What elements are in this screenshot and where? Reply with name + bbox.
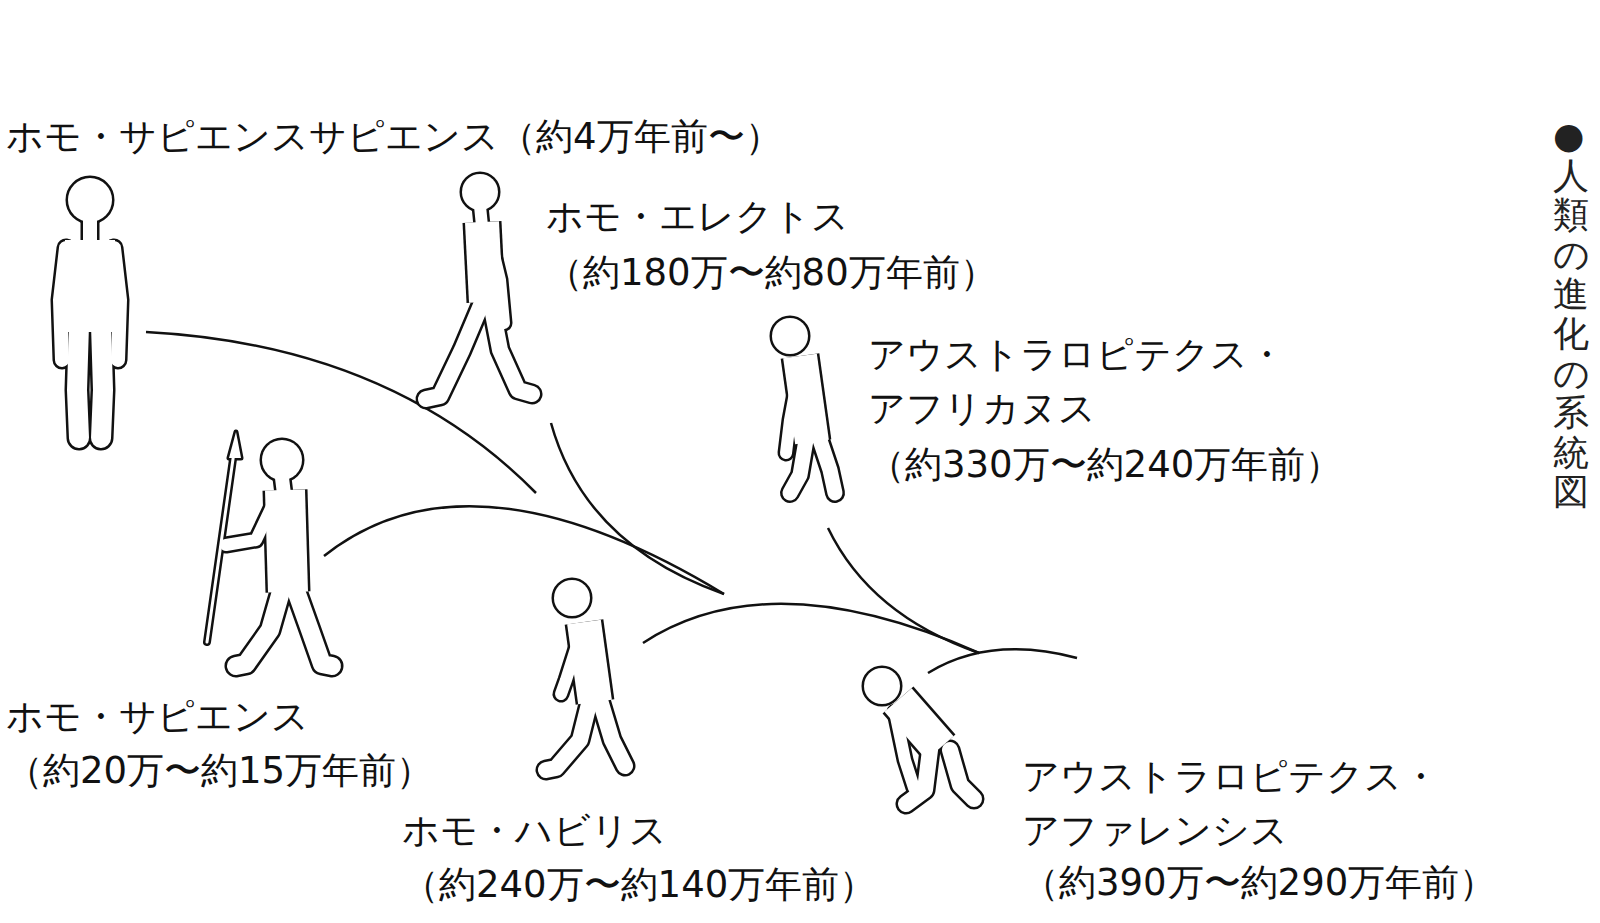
species-name: ホモ・サピエンス (6, 690, 309, 744)
lineage-curve (643, 604, 979, 653)
lineage-curve (828, 528, 979, 653)
diagram-title: ●人類の進化の系統図 (1553, 116, 1589, 512)
lineage-curve (146, 332, 536, 493)
date-range: （約330万〜約240万年前） (868, 438, 1342, 492)
species-name: アウストラロピテクス・ アファレンシス (1022, 750, 1492, 857)
species-name: アウストラロピテクス・ アフリカヌス (868, 328, 1338, 435)
species-name: ホモ・エレクトス (546, 190, 849, 244)
lineage-curve (551, 423, 724, 594)
species-name: ホモ・ハビリス (402, 804, 667, 858)
date-range: （約390万〜約290万年前） (1022, 856, 1496, 910)
lineage-curve (324, 506, 724, 594)
species-name: ホモ・サピエンスサピエンス（約4万年前〜） (6, 110, 782, 164)
date-range: （約240万〜約140万年前） (402, 858, 876, 912)
date-range: （約20万〜約15万年前） (6, 744, 433, 798)
date-range: （約180万〜約80万年前） (546, 246, 997, 300)
lineage-curve (928, 649, 1077, 673)
